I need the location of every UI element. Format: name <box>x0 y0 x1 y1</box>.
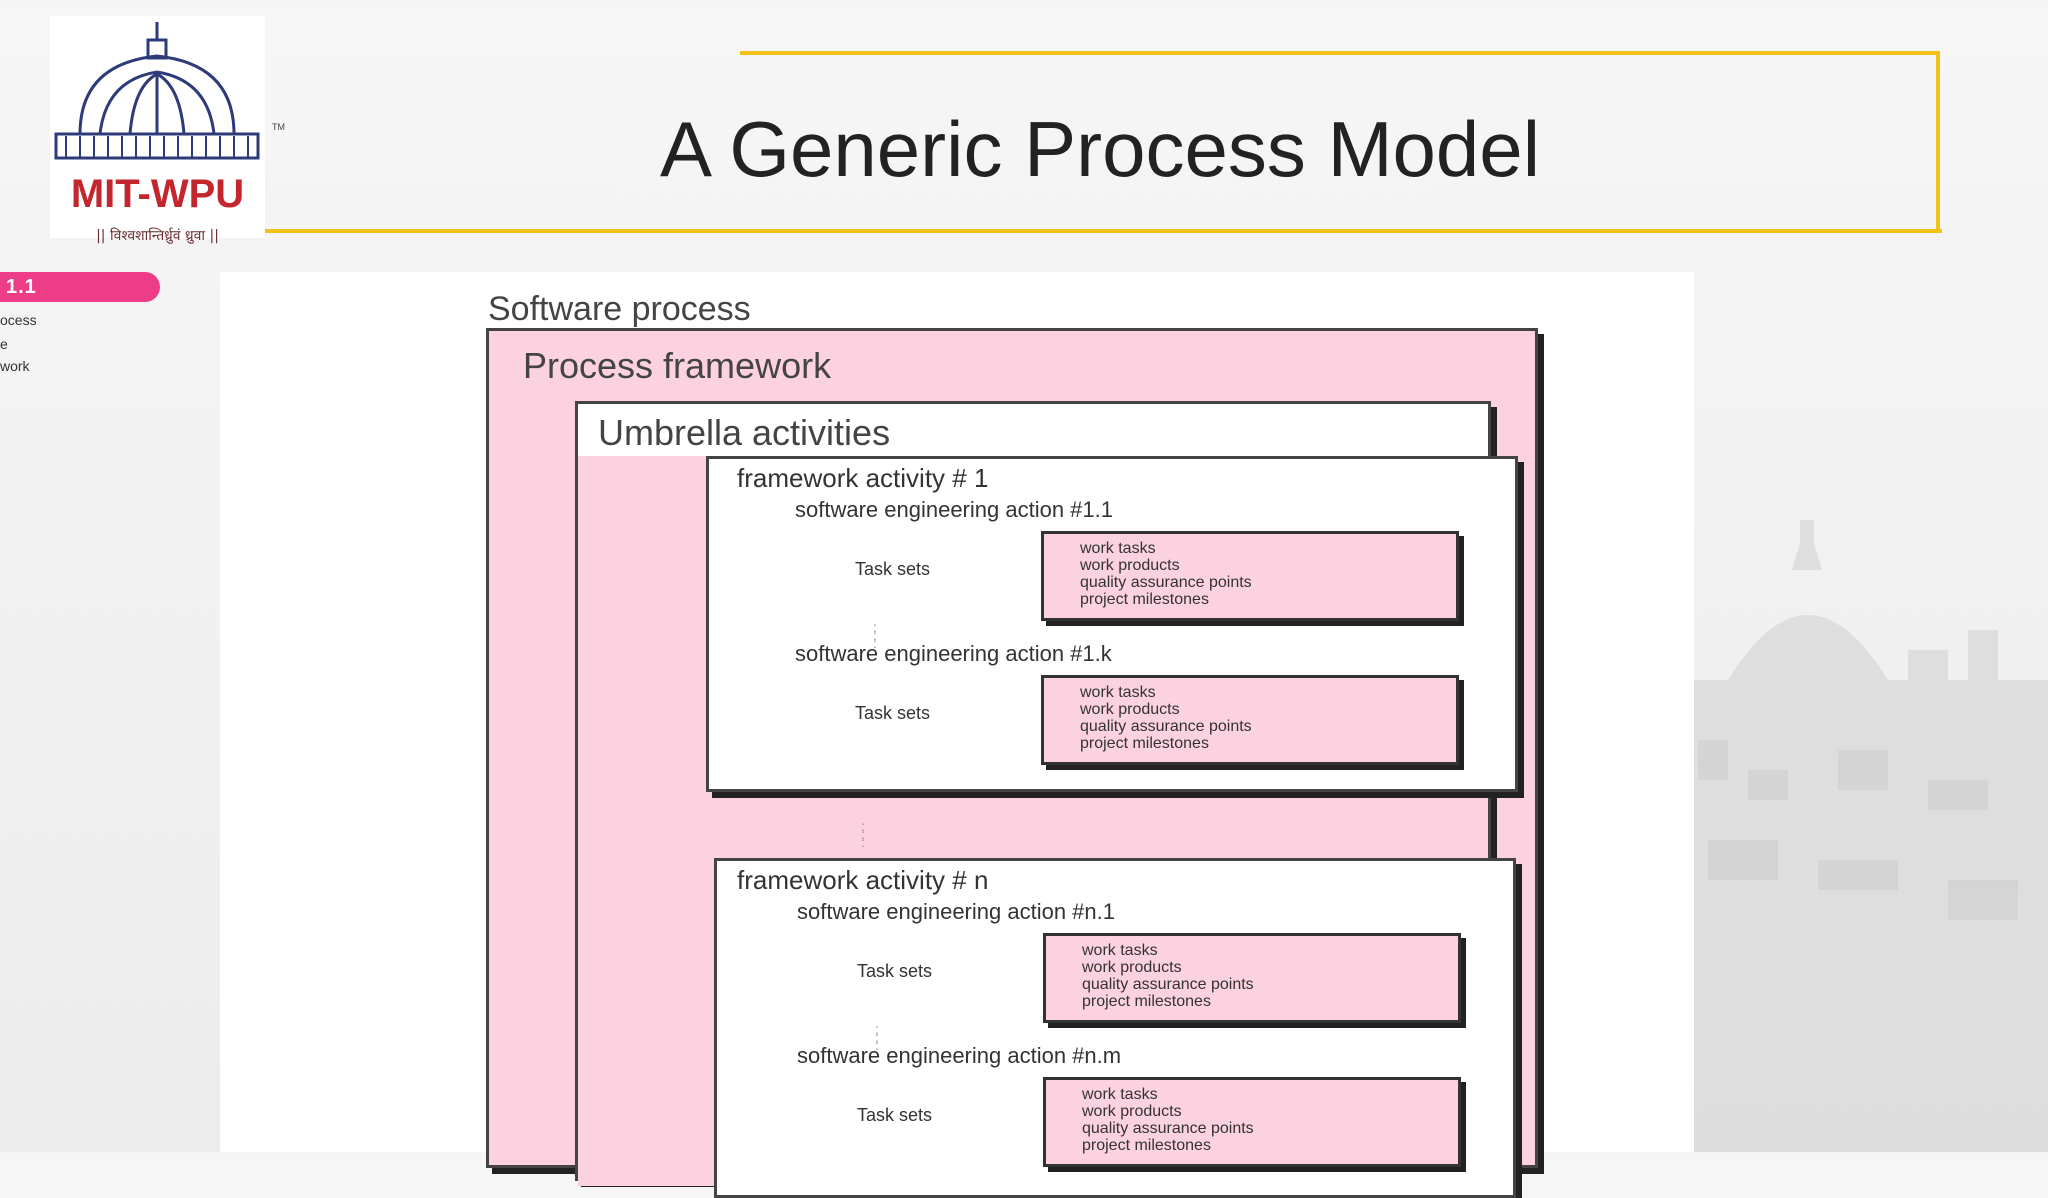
process-model-diagram: Software process Process framework Umbre… <box>220 272 1694 1198</box>
task-sets-label: Task sets <box>857 961 933 981</box>
engineering-action-label: software engineering action #n.m <box>797 1043 1122 1068</box>
task-item: work products <box>1082 959 1182 976</box>
task-item: work products <box>1080 557 1180 574</box>
engineering-action-label: software engineering action #1.k <box>795 641 1112 666</box>
software-process-label: Software process <box>488 290 751 328</box>
framework-activity-1-box: framework activity # 1 software engineer… <box>706 456 1518 792</box>
logo-brand-text: MIT-WPU <box>70 172 245 216</box>
task-item: work tasks <box>1080 540 1156 557</box>
task-list: work tasks work products quality assuran… <box>1080 684 1252 752</box>
dome-emblem <box>54 22 260 160</box>
page-title: A Generic Process Model <box>659 105 1541 193</box>
engineering-action-label: software engineering action #n.1 <box>797 899 1115 924</box>
task-item: project milestones <box>1080 735 1209 752</box>
task-item: project milestones <box>1082 993 1211 1010</box>
task-item: project milestones <box>1080 591 1209 608</box>
task-item: quality assurance points <box>1082 1120 1254 1137</box>
figure-tab-label: 1.1 <box>6 276 37 298</box>
title-underline <box>265 229 1942 233</box>
university-logo: TM MIT-WPU || विश्वशान्तिर्ध्रुवं ध्रुवा… <box>50 16 285 244</box>
framework-activity-n-box: framework activity # n software engineer… <box>714 858 1516 1198</box>
task-sets-label: Task sets <box>855 559 931 579</box>
task-set-box: work tasks work products quality assuran… <box>1041 531 1459 621</box>
task-sets-label: Task sets <box>857 1105 933 1125</box>
task-list: work tasks work products quality assuran… <box>1082 942 1254 1010</box>
framework-activity-label: framework activity # 1 <box>737 463 989 493</box>
trademark-mark: TM <box>272 122 285 132</box>
left-panel-line: ocess <box>0 312 37 328</box>
left-panel-line: e <box>0 336 8 352</box>
task-item: work tasks <box>1080 684 1156 701</box>
figure-tab: 1.1 <box>0 272 160 302</box>
umbrella-activities-label: Umbrella activities <box>598 412 891 453</box>
task-item: work products <box>1080 701 1180 718</box>
title-frame <box>740 51 1940 231</box>
task-set-box: work tasks work products quality assuran… <box>1043 933 1461 1023</box>
task-item: quality assurance points <box>1080 574 1252 591</box>
task-sets-label: Task sets <box>855 703 931 723</box>
task-item: work tasks <box>1082 942 1158 959</box>
ellipsis-dots: ::: <box>873 619 877 651</box>
task-item: work products <box>1082 1103 1182 1120</box>
task-set-box: work tasks work products quality assuran… <box>1041 675 1459 765</box>
ellipsis-dots: ::: <box>875 1021 879 1053</box>
task-list: work tasks work products quality assuran… <box>1082 1086 1254 1154</box>
activities-area: framework activity # 1 software engineer… <box>578 456 1518 1198</box>
umbrella-activities-box: Umbrella activities framework activity #… <box>575 401 1518 1198</box>
engineering-action-label: software engineering action #1.1 <box>795 497 1113 522</box>
left-panel-line: work <box>0 358 30 374</box>
task-item: quality assurance points <box>1080 718 1252 735</box>
task-item: quality assurance points <box>1082 976 1254 993</box>
framework-activity-label: framework activity # n <box>737 865 989 895</box>
process-framework-label: Process framework <box>523 345 832 386</box>
task-set-box: work tasks work products quality assuran… <box>1043 1077 1461 1167</box>
task-list: work tasks work products quality assuran… <box>1080 540 1252 608</box>
ellipsis-dots: ::: <box>861 818 865 850</box>
task-item: work tasks <box>1082 1086 1158 1103</box>
background-cityscape <box>1688 520 2048 1152</box>
process-framework-box: Process framework Umbrella activities fr… <box>486 328 1538 1198</box>
task-item: project milestones <box>1082 1137 1211 1154</box>
logo-tagline: || विश्वशान्तिर्ध्रुवं ध्रुवा || <box>96 228 219 244</box>
